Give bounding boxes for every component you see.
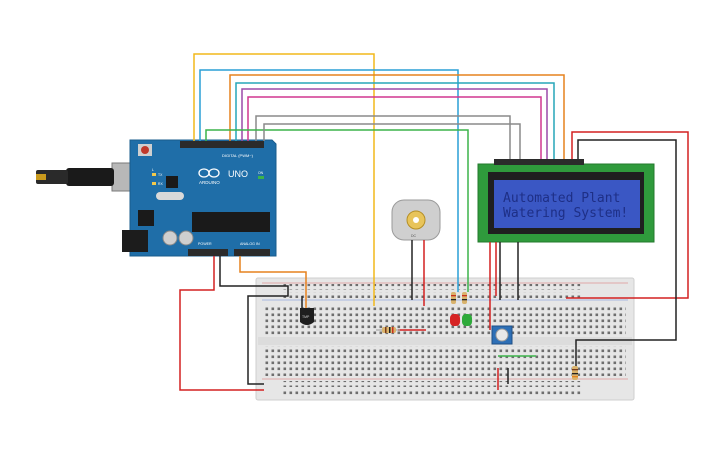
arduino-model-label: UNO: [228, 169, 248, 179]
led-green[interactable]: [462, 314, 472, 326]
temperature-sensor[interactable]: TMP: [300, 308, 314, 325]
microcontroller-chip: [192, 212, 270, 232]
on-label: ON: [258, 171, 264, 175]
motor-label: DC: [411, 234, 417, 238]
wire-black-gnd[interactable]: [219, 256, 289, 385]
wire-magenta[interactable]: [247, 96, 542, 159]
breadboard-top-rail-2[interactable]: [282, 292, 582, 298]
analog-header-label: ANALOG IN: [240, 242, 260, 246]
dc-motor[interactable]: DC: [391, 199, 441, 241]
power-jack: [122, 230, 148, 252]
wire-red-lcd[interactable]: [566, 131, 689, 299]
sensor-label: TMP: [302, 315, 310, 319]
resistor-led-green[interactable]: [462, 292, 467, 304]
potentiometer[interactable]: [491, 325, 513, 345]
resistor-1[interactable]: [376, 327, 400, 333]
breadboard-terminal-bottom[interactable]: [264, 346, 626, 376]
power-header-label: POWER: [198, 242, 212, 246]
wire-red-5v[interactable]: [179, 256, 264, 391]
wire-blue[interactable]: [199, 69, 459, 292]
led-red[interactable]: [450, 314, 460, 326]
power-header[interactable]: [188, 249, 228, 256]
breadboard-terminal-top[interactable]: [264, 306, 626, 336]
wire-orange-sensor[interactable]: [239, 256, 307, 310]
wire-green[interactable]: [205, 129, 469, 292]
wire-purple[interactable]: [241, 88, 548, 159]
wire-gray-2[interactable]: [263, 123, 521, 159]
lcd-screen: [494, 180, 640, 228]
lcd-line-2: Watering System!: [503, 206, 628, 221]
breadboard-bottom-rail-1[interactable]: [282, 381, 582, 387]
arduino-uno-board[interactable]: ARDUINO UNO DIGITAL (PWM~) POWER ANALOG …: [36, 139, 277, 257]
breadboard-top-rail-1[interactable]: [282, 284, 582, 290]
breadboard[interactable]: [255, 277, 635, 401]
resistor-led-red[interactable]: [451, 292, 456, 304]
breadboard-bottom-rail-2[interactable]: [282, 389, 582, 395]
lcd-pin-header[interactable]: [494, 159, 584, 165]
wires: [179, 53, 689, 391]
wire-orange[interactable]: [229, 74, 565, 159]
lcd-module[interactable]: Automated Plant Watering System!: [477, 159, 655, 243]
rx-label: RX: [158, 182, 163, 186]
arduino-brand-label: ARDUINO: [199, 180, 220, 185]
lcd-line-1: Automated Plant: [503, 191, 620, 206]
resistor-2[interactable]: [572, 366, 578, 380]
analog-header[interactable]: [234, 249, 270, 256]
l-label: L: [152, 168, 154, 172]
wire-black-lcd[interactable]: [575, 139, 677, 370]
digital-header[interactable]: [180, 141, 264, 148]
wire-teal[interactable]: [235, 82, 555, 159]
digital-header-label: DIGITAL (PWM~): [222, 153, 254, 158]
tx-label: TX: [158, 173, 163, 177]
wire-gray[interactable]: [255, 115, 511, 159]
wire-yellow[interactable]: [193, 53, 375, 306]
